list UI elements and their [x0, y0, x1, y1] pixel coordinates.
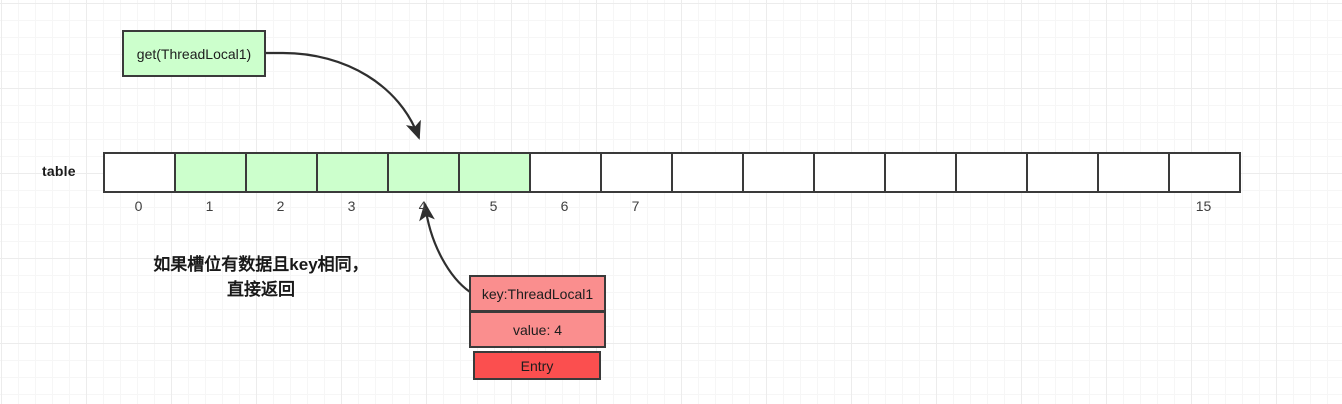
table-index-0: 0	[134, 198, 143, 214]
table-slot-0[interactable]	[105, 154, 176, 191]
annotation-line-1: 如果槽位有数据且key相同，	[153, 255, 369, 274]
table-index-1: 1	[205, 198, 214, 214]
table-index-7: 7	[631, 198, 640, 214]
annotation-line-2: 直接返回	[227, 279, 295, 299]
table-slot-15[interactable]	[1170, 154, 1241, 191]
entry-type-label: Entry	[520, 357, 554, 374]
table-slot-2[interactable]	[247, 154, 318, 191]
table-slot-12[interactable]	[957, 154, 1028, 191]
table-slot-4[interactable]	[389, 154, 460, 191]
get-call-label: get(ThreadLocal1)	[136, 45, 252, 62]
table-index-12	[955, 198, 1026, 218]
table-slot-5[interactable]	[460, 154, 531, 191]
table-slot-3[interactable]	[318, 154, 389, 191]
table-index-14	[1097, 198, 1168, 218]
table-slot-14[interactable]	[1099, 154, 1170, 191]
table-index-9	[742, 198, 813, 218]
table-index-2: 2	[276, 198, 285, 214]
table-slots	[103, 152, 1241, 193]
table-index-4: 4	[418, 198, 427, 214]
arrow-call-to-slot	[266, 51, 421, 140]
table-slot-8[interactable]	[673, 154, 744, 191]
table-index-11	[884, 198, 955, 218]
get-call-box[interactable]: get(ThreadLocal1)	[122, 30, 266, 77]
table-slot-9[interactable]	[744, 154, 815, 191]
entry-key-box[interactable]: key:ThreadLocal1	[469, 275, 606, 312]
entry-type-box[interactable]: Entry	[473, 351, 601, 380]
table-slot-7[interactable]	[602, 154, 673, 191]
table-index-15: 15	[1195, 198, 1212, 214]
entry-value-label: value: 4	[512, 321, 563, 338]
table-index-5: 5	[489, 198, 498, 214]
table-slot-10[interactable]	[815, 154, 886, 191]
table-index-13	[1026, 198, 1097, 218]
annotation-text: 如果槽位有数据且key相同， 直接返回	[106, 253, 416, 302]
table-label: table	[42, 163, 76, 179]
entry-key-label: key:ThreadLocal1	[481, 285, 594, 302]
table-slot-6[interactable]	[531, 154, 602, 191]
table-index-10	[813, 198, 884, 218]
table-index-6: 6	[560, 198, 569, 214]
table-slot-11[interactable]	[886, 154, 957, 191]
table-slot-1[interactable]	[176, 154, 247, 191]
entry-value-box[interactable]: value: 4	[469, 311, 606, 348]
table-index-3: 3	[347, 198, 356, 214]
table-slot-13[interactable]	[1028, 154, 1099, 191]
table-index-8	[671, 198, 742, 218]
table-index-labels: 0 1 2 3 4 5 6 7 15	[103, 198, 1239, 218]
